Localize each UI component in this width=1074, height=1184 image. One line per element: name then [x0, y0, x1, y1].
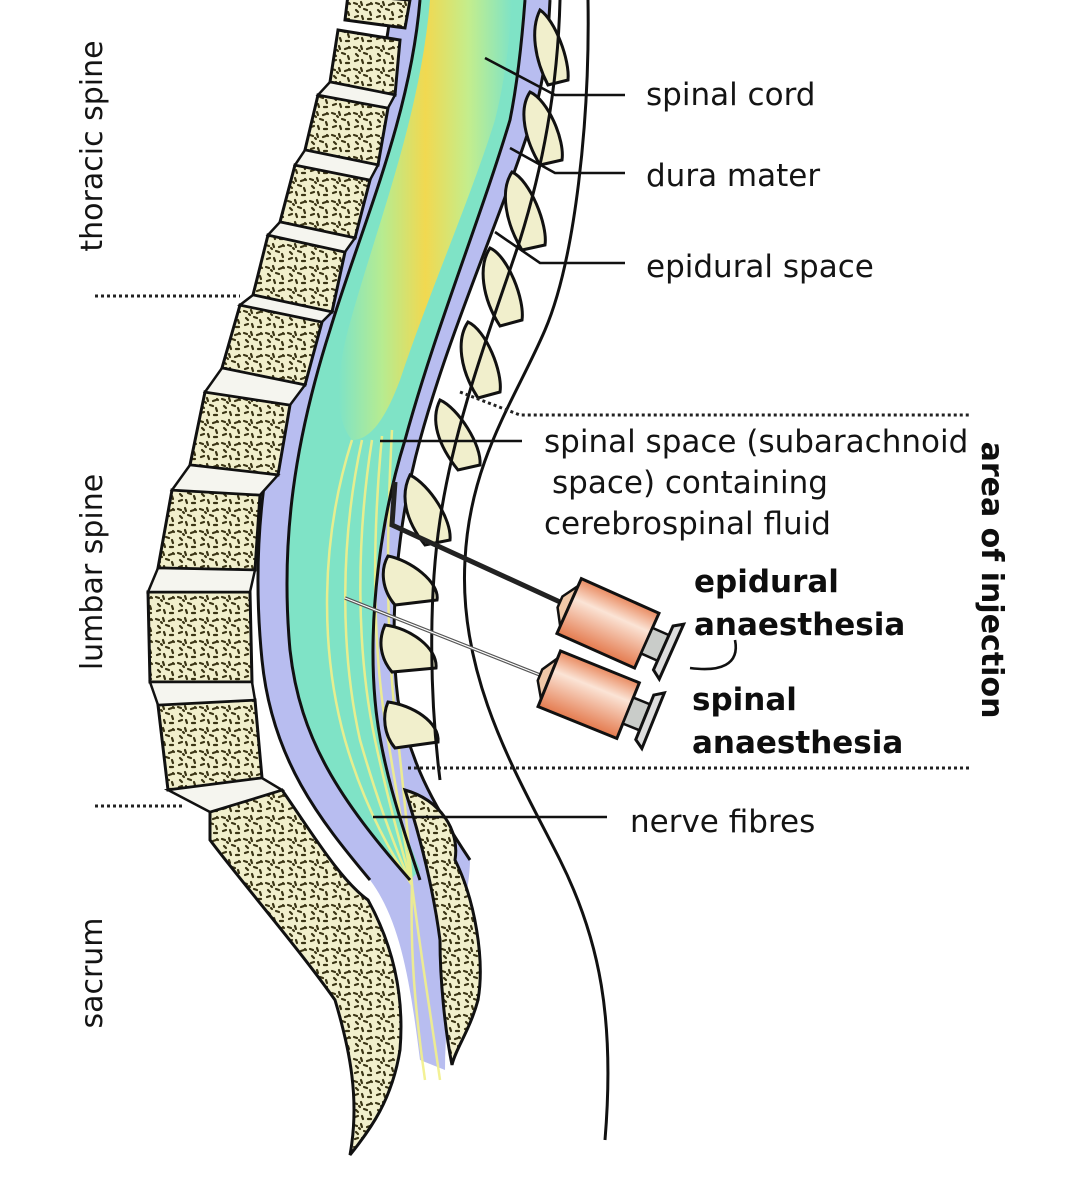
- spinous-process: [379, 623, 438, 674]
- spinous-process: [522, 90, 564, 167]
- disc: [315, 80, 397, 110]
- injection-area-top-divider: [459, 390, 970, 417]
- disc: [265, 220, 358, 254]
- region-label-sacrum: sacrum: [75, 917, 110, 1028]
- spinal-cord-leader: [484, 56, 625, 97]
- vertebral-body: [156, 698, 264, 792]
- label-subarachnoid-line2: space) containing: [552, 465, 828, 501]
- spinal-canal-csf: [286, 0, 525, 880]
- label-spinal-line2: anaesthesia: [692, 725, 903, 761]
- spinal-syringe: [344, 596, 667, 752]
- vertebral-body: [146, 590, 254, 684]
- spinal-cord: [338, 0, 512, 440]
- label-epidural-line1: epidural: [694, 564, 839, 600]
- vertebral-body: [188, 390, 292, 477]
- vertebral-body: [156, 488, 262, 572]
- disc: [292, 148, 380, 182]
- sacrum-posterior-bone: [402, 787, 482, 1066]
- region-label-lumbar: lumbar spine: [75, 474, 110, 670]
- spinous-process: [503, 170, 547, 252]
- disc: [169, 463, 281, 497]
- epidural-space-leader: [494, 230, 625, 265]
- ligament-line: [430, 0, 562, 781]
- label-dura-mater: dura mater: [646, 158, 820, 194]
- epidural-callout-curve: [689, 639, 738, 671]
- epidural-syringe: [389, 481, 687, 683]
- intervertebral-discs: [146, 80, 397, 814]
- sacrum-bone: [208, 788, 403, 1156]
- disc: [237, 293, 335, 324]
- epidural-needle: [389, 481, 562, 605]
- area-of-injection-label: area of injection: [974, 442, 1009, 719]
- disc: [202, 366, 308, 407]
- disc: [146, 566, 257, 594]
- disc: [148, 680, 257, 707]
- spinous-process: [533, 7, 570, 87]
- region-label-thoracic: thoracic spine: [75, 40, 110, 251]
- disc: [163, 776, 286, 814]
- spinous-process: [383, 700, 440, 750]
- spinous-process: [381, 554, 439, 607]
- label-spinal-line1: spinal: [692, 682, 797, 718]
- label-subarachnoid-line3: cerebrospinal fluid: [544, 506, 831, 542]
- dura-mater-leader: [509, 146, 625, 175]
- label-epidural-line2: anaesthesia: [694, 607, 905, 643]
- label-epidural-space: epidural space: [646, 249, 874, 285]
- vertebral-body: [343, 0, 412, 30]
- label-subarachnoid-line1: spinal space (subarachnoid: [544, 424, 968, 460]
- label-spinal-cord: spinal cord: [646, 77, 815, 113]
- label-nerve-fibres: nerve fibres: [630, 804, 815, 840]
